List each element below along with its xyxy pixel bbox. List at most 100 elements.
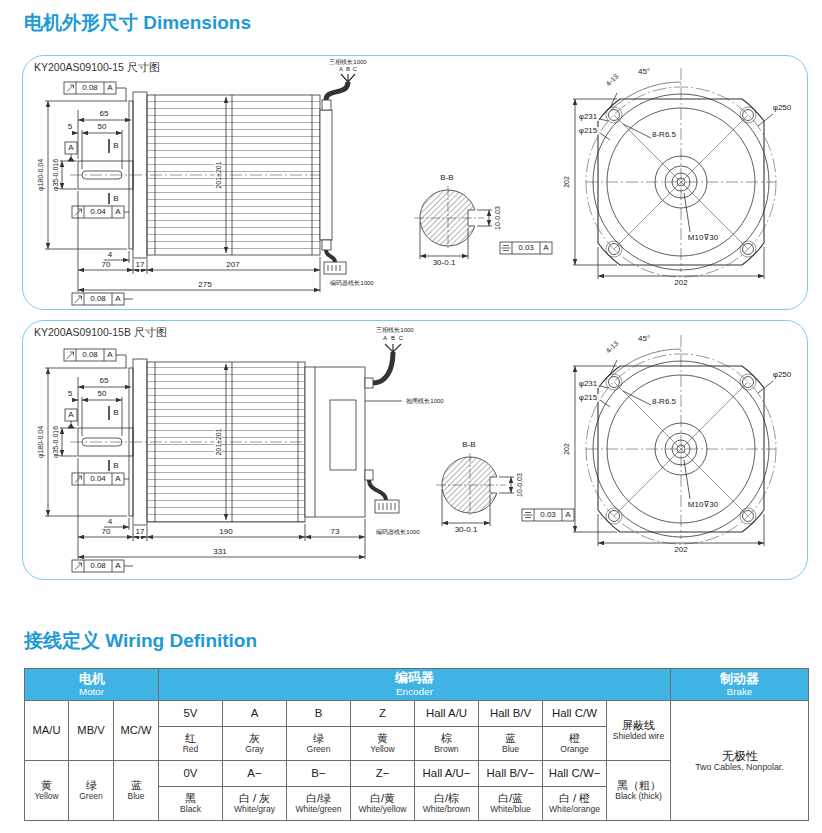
dimension-label: 202 (563, 175, 570, 189)
dimension-label: 73 (330, 528, 341, 536)
panel-title: KY200AS09100-15B 尺寸图 (34, 327, 167, 339)
cell-text: 黑（粗） (607, 779, 670, 792)
cable-note: A (338, 66, 344, 72)
table-cell: 黑Black (159, 787, 223, 821)
cell-text: 0V (159, 767, 222, 780)
cable-note: C (398, 335, 404, 341)
cell-text: 蓝 (479, 732, 542, 745)
cable-note: 编码器线长1000 (375, 529, 420, 535)
cell-text: Black (thick) (607, 792, 670, 802)
dimension-label: 0.03 (539, 511, 557, 519)
wiring-table: 电机Motor编码器Encoder制动器BrakeMA/UMB/VMC/W5VA… (24, 668, 809, 821)
cell-text: 绿 (287, 732, 350, 745)
cell-text: Hall A/U (415, 707, 478, 720)
cell-text: 无极性 (671, 749, 808, 762)
dimension-label: 4-13 (604, 72, 620, 88)
dimension-label: 0.08 (81, 84, 99, 92)
cell-text: White/orange (543, 805, 606, 815)
table-cell: Z− (351, 761, 415, 787)
dimension-label: φ231 (578, 380, 599, 388)
dimension-label: 4-13 (604, 339, 620, 355)
table-cell: 黄Yellow (25, 761, 69, 821)
cable-note: 抱闸线长1000 (405, 398, 444, 404)
dimension-label: 65 (99, 377, 110, 385)
dimension-label: 8-R6.5 (651, 131, 677, 139)
cell-text: Brown (415, 745, 478, 755)
table-cell: A (223, 701, 287, 727)
table-cell: 红Red (159, 727, 223, 761)
cell-text: White/blue (479, 805, 542, 815)
cell-text: 屏蔽线 (607, 719, 670, 732)
header-text: 编码器 (159, 671, 670, 686)
dimension-label: 10-0.03 (494, 205, 501, 231)
cell-text: Two Cables, Nonpolar. (671, 762, 808, 772)
header-text: Motor (25, 686, 158, 697)
cell-text: MA/U (25, 724, 68, 737)
cell-text: Orange (543, 745, 606, 755)
cell-text: Hall A/U− (415, 767, 478, 780)
cell-text: Blue (114, 792, 158, 802)
dimension-label: A (106, 351, 113, 359)
dimension-label: 50 (97, 123, 108, 131)
table-cell: 白/黄White/yellow (351, 787, 415, 821)
cell-text: B− (287, 767, 350, 780)
table-cell: 绿Green (287, 727, 351, 761)
dimension-label: 0.08 (89, 562, 107, 570)
table-cell: Hall C/W (543, 701, 607, 727)
cell-text: 白/黄 (351, 792, 414, 805)
cable-note: C (352, 66, 358, 72)
dimension-label: 5 (67, 123, 73, 131)
dimension-label: B-B (439, 174, 454, 182)
dimension-label: 331 (212, 548, 227, 556)
cell-text: 黄 (351, 732, 414, 745)
cell-text: 白 / 橙 (543, 792, 606, 805)
dimension-label: 45° (637, 335, 651, 343)
cell-text: Gray (223, 745, 286, 755)
dimension-label: 30-0.1 (432, 259, 457, 267)
table-cell: MA/U (25, 701, 69, 761)
header-text: 制动器 (671, 672, 808, 687)
cell-text: B (287, 707, 350, 720)
dimension-label: 0.04 (89, 208, 107, 216)
dimension-label: φ250 (772, 371, 793, 379)
dimension-label: A (114, 208, 121, 216)
cell-text: Shielded wire (607, 732, 670, 742)
table-cell: MB/V (69, 701, 114, 761)
table-cell: B (287, 701, 351, 727)
table-cell: Hall A/U− (415, 761, 479, 787)
cable-note: A (382, 335, 388, 341)
table-cell: B− (287, 761, 351, 787)
table-header-cell: 制动器Brake (671, 669, 809, 701)
dimension-label: 5 (67, 390, 73, 398)
cell-text: Hall B/V− (479, 767, 542, 780)
table-cell: 黄Yellow (351, 727, 415, 761)
cell-text: 红 (159, 732, 222, 745)
cell-text: 蓝 (114, 779, 158, 792)
dimension-label: 202 (673, 546, 688, 554)
table-cell: Hall C/W− (543, 761, 607, 787)
dimension-label: 202 (563, 442, 570, 456)
cell-text: 棕 (415, 732, 478, 745)
table-cell: 白 / 橙White/orange (543, 787, 607, 821)
cell-text: 黄 (25, 779, 68, 792)
dimension-label: M10⊽30 (687, 234, 719, 242)
cell-text: Hall B/V (479, 707, 542, 720)
dimension-label: 30-0.1 (454, 526, 479, 534)
dimension-label: A (106, 84, 113, 92)
dimension-label: 201±201 (215, 427, 222, 456)
dimension-label: A (114, 475, 121, 483)
dimension-label: 0.08 (81, 351, 99, 359)
dimension-label: B (112, 462, 119, 470)
table-cell: 棕Brown (415, 727, 479, 761)
cell-text: Hall C/W− (543, 767, 606, 780)
dimension-label: B (112, 142, 119, 150)
dimension-label: 202 (673, 279, 688, 287)
section-heading: 接线定义 Wiring Definition (24, 630, 257, 652)
table-cell: MC/W (114, 701, 159, 761)
dimension-label: φ215 (578, 394, 599, 402)
dimension-label: 65 (99, 110, 110, 118)
header-text: Encoder (159, 686, 670, 697)
cell-text: Green (287, 745, 350, 755)
dimension-label: 17 (135, 261, 146, 269)
dimension-label: 0.03 (517, 244, 535, 252)
